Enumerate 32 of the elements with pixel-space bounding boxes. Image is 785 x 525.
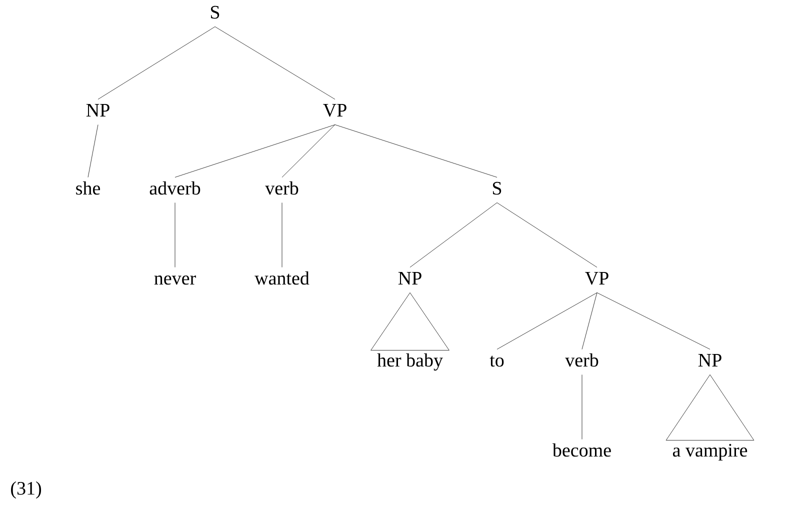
branch-line [582, 292, 598, 350]
tree-label: NP [398, 272, 422, 284]
tree-label: verb [265, 181, 298, 195]
tree-label: a vampire [672, 444, 748, 461]
branch-line [496, 202, 598, 268]
tree-label: she [76, 181, 100, 195]
branch-line [214, 26, 336, 100]
tree-label: NP [86, 104, 110, 116]
tree-label: become [552, 443, 611, 457]
tree-label: wanted [254, 271, 310, 285]
branch-line [174, 202, 176, 268]
branch-line [282, 124, 336, 178]
tree-label: verb [565, 353, 598, 367]
tree-label: her baby [377, 353, 443, 371]
tree-label: S [211, 6, 220, 19]
triangle-roof [370, 292, 450, 350]
triangle-roof [666, 374, 754, 440]
tree-label: never [154, 276, 196, 285]
tree-label: adverb [150, 181, 200, 195]
branch-line [174, 124, 336, 178]
tree-label: VP [323, 104, 346, 117]
branch-line [88, 124, 98, 178]
tree-label: VP [585, 272, 608, 285]
branch-line [410, 202, 498, 268]
tree-label: S [493, 182, 502, 195]
tree-label: to [490, 356, 504, 367]
tree-label: NP [698, 354, 722, 366]
branch-line [596, 292, 710, 350]
branch-line [496, 292, 598, 350]
branch-line [98, 26, 216, 100]
branch-line [334, 124, 498, 178]
example-number: (31) [11, 481, 42, 499]
